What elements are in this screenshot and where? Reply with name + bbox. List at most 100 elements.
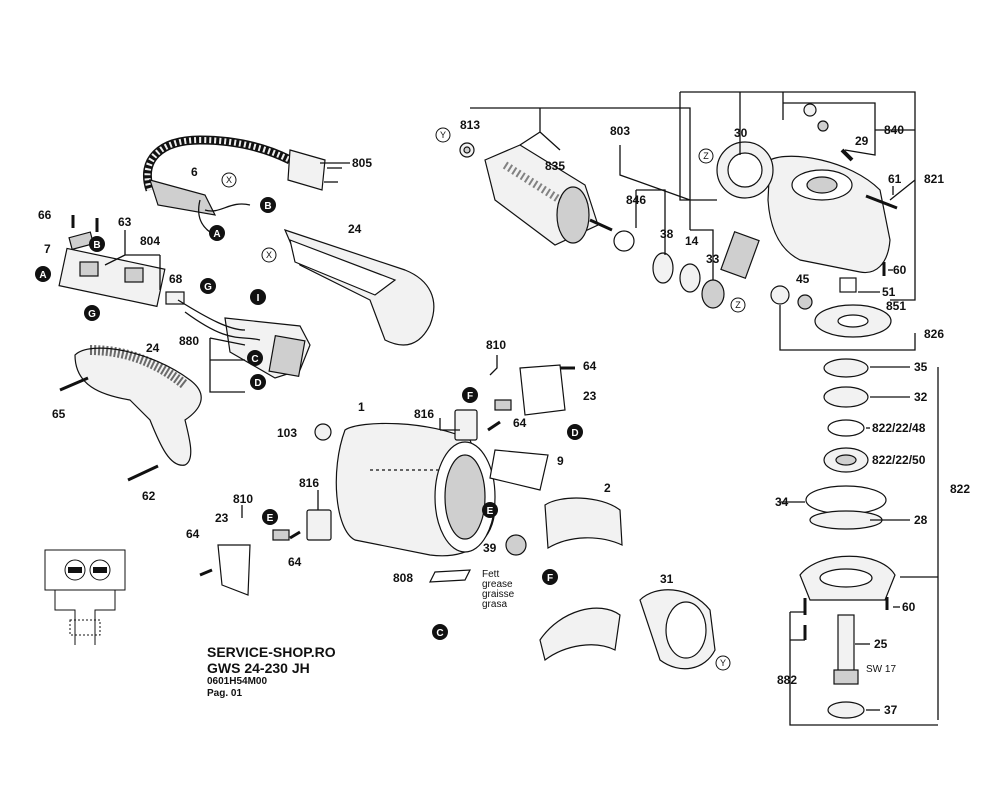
grease-note-line-1: Fett — [482, 569, 499, 580]
svg-text:C: C — [436, 628, 443, 639]
wiring-schematic — [44, 549, 126, 645]
part-label-804: 804 — [140, 234, 160, 248]
svg-text:Y: Y — [440, 130, 446, 140]
part-label-38: 38 — [660, 227, 674, 241]
part-label-6: 6 — [191, 165, 198, 179]
auxiliary-handle — [59, 345, 202, 482]
callout-F-2: F — [542, 569, 558, 585]
wrench-size-note: SW 17 — [866, 664, 896, 675]
callout-A-2: A — [35, 266, 51, 282]
callout-B-2: B — [89, 236, 105, 252]
part-label-31: 31 — [660, 572, 674, 586]
svg-text:C: C — [251, 354, 258, 365]
part-label-826: 826 — [924, 327, 944, 341]
part-label-45: 45 — [796, 272, 810, 286]
svg-text:E: E — [487, 506, 494, 517]
part-labels: 805 6 66 63 7 804 68 24 880 24 65 62 810… — [38, 118, 970, 717]
svg-text:F: F — [547, 573, 553, 584]
part-label-882: 882 — [777, 673, 797, 687]
callout-markers: A A B B G G I C C D D E E F F X X Y Y Z … — [35, 127, 746, 671]
svg-text:Z: Z — [735, 300, 741, 310]
svg-text:G: G — [88, 309, 96, 320]
part-label-810-upper: 810 — [486, 338, 506, 352]
part-label-60-top: 60 — [893, 263, 907, 277]
part-label-64-mid: 64 — [513, 416, 527, 430]
callout-C-1: C — [247, 350, 263, 366]
model-name: GWS 24-230 JH — [207, 660, 310, 676]
part-label-9: 9 — [557, 454, 564, 468]
part-label-822: 822 — [950, 482, 970, 496]
part-label-816-upper: 816 — [414, 407, 434, 421]
callout-Y-2: Y — [715, 655, 731, 671]
model-code: 0601H54M00 — [207, 676, 268, 687]
part-label-25: 25 — [874, 637, 888, 651]
part-label-803: 803 — [610, 124, 630, 138]
part-label-1: 1 — [358, 400, 365, 414]
svg-text:X: X — [266, 250, 272, 260]
callout-X-2: X — [261, 247, 277, 263]
switch-parts — [58, 231, 311, 379]
callout-G-2: G — [200, 278, 216, 294]
svg-text:Y: Y — [720, 658, 726, 668]
part-label-33: 33 — [706, 252, 720, 266]
svg-text:F: F — [467, 391, 473, 402]
part-label-813: 813 — [460, 118, 480, 132]
callout-C-2: C — [432, 624, 448, 640]
part-label-64-upper: 64 — [583, 359, 597, 373]
svg-text:X: X — [226, 175, 232, 185]
part-label-822-22-50: 822/22/50 — [872, 453, 926, 467]
part-label-30: 30 — [734, 126, 748, 140]
part-label-64-low: 64 — [288, 555, 302, 569]
part-label-2: 2 — [604, 481, 611, 495]
part-label-880: 880 — [179, 334, 199, 348]
svg-text:D: D — [254, 378, 261, 389]
callout-E-1: E — [262, 509, 278, 525]
part-label-810-left: 810 — [233, 492, 253, 506]
callout-A-1: A — [209, 225, 225, 241]
part-label-66: 66 — [38, 208, 52, 222]
part-label-32: 32 — [914, 390, 928, 404]
field-coil — [429, 497, 716, 670]
power-cord — [143, 135, 342, 236]
part-label-62: 62 — [142, 489, 156, 503]
part-label-63: 63 — [118, 215, 132, 229]
part-label-816-left: 816 — [299, 476, 319, 490]
part-label-840: 840 — [884, 123, 904, 137]
callout-F-1: F — [462, 387, 478, 403]
part-label-103: 103 — [277, 426, 297, 440]
part-label-60-bottom: 60 — [902, 600, 916, 614]
callout-E-2: E — [482, 502, 498, 518]
part-label-24-top: 24 — [348, 222, 362, 236]
part-label-23-left: 23 — [215, 511, 229, 525]
part-label-29: 29 — [855, 134, 869, 148]
callout-B-1: B — [260, 197, 276, 213]
callout-I: I — [250, 289, 266, 305]
part-label-851: 851 — [886, 299, 906, 313]
part-label-34: 34 — [775, 495, 789, 509]
leader-lines — [104, 91, 939, 726]
part-label-37: 37 — [884, 703, 898, 717]
spindle-stack — [799, 358, 896, 719]
svg-text:B: B — [264, 201, 271, 212]
part-label-23-upper: 23 — [583, 389, 597, 403]
shop-name: SERVICE-SHOP.RO — [207, 644, 336, 660]
callout-D-1: D — [250, 374, 266, 390]
svg-text:G: G — [204, 282, 212, 293]
part-label-35: 35 — [914, 360, 928, 374]
callout-X-1: X — [221, 172, 237, 188]
part-label-808: 808 — [393, 571, 413, 585]
bearings-small — [613, 230, 725, 309]
part-label-7: 7 — [44, 242, 51, 256]
footer-info: SERVICE-SHOP.RO GWS 24-230 JH 0601H54M00… — [207, 644, 336, 700]
part-label-821: 821 — [924, 172, 944, 186]
grease-note-line-4: grasa — [482, 599, 507, 610]
part-label-39: 39 — [483, 541, 497, 555]
part-label-24-left: 24 — [146, 341, 160, 355]
callout-Z-2: Z — [730, 297, 746, 313]
part-label-51: 51 — [882, 285, 896, 299]
part-label-846: 846 — [626, 193, 646, 207]
part-label-14: 14 — [685, 234, 699, 248]
svg-text:D: D — [571, 428, 578, 439]
svg-text:E: E — [267, 513, 274, 524]
